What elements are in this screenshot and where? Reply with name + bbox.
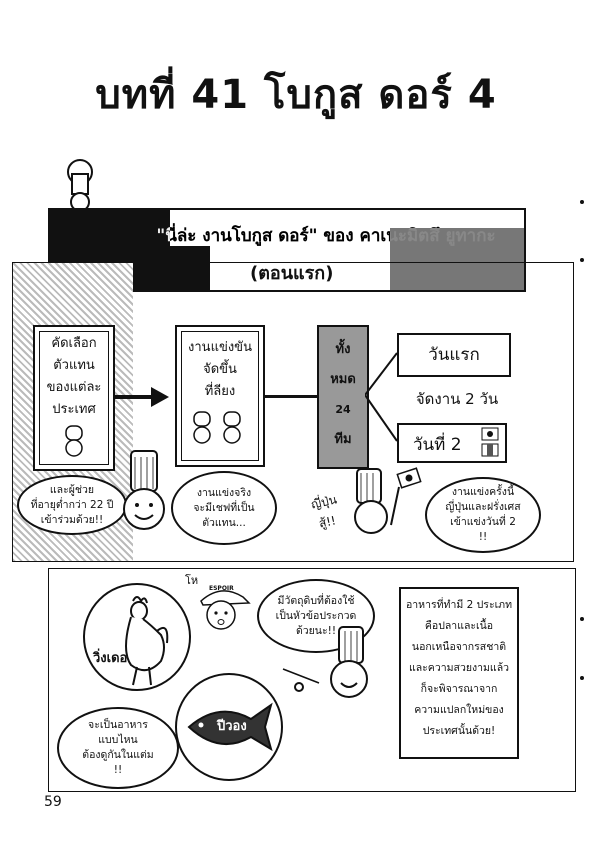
japan-label: ญี่ปุ่น	[309, 492, 339, 512]
fish-circle	[175, 673, 283, 781]
branch-lines	[365, 352, 398, 442]
bubble-chef: งานแข่งจริง จะมีเชฟที่เป็น ตัวแทน...	[171, 471, 277, 545]
chef-face-icon	[123, 450, 165, 530]
chef-pointing-icon	[282, 626, 368, 698]
boy-with-cap-icon	[200, 590, 251, 630]
arrow-right-icon	[115, 387, 169, 407]
day1-box: วันแรก	[397, 333, 511, 377]
bubble-japan-france: งานแข่งครั้งนี้ ญี่ปุ่นและฝรั่งเศส เข้าแ…	[425, 477, 541, 553]
chicken-label: วิ่งเดอ	[93, 651, 128, 666]
flags-icon	[481, 427, 499, 457]
bubble-ingredient: มีวัตถุดิบที่ต้องใช้ เป็นหัวข้อประกวด ด้…	[257, 579, 375, 653]
page-number: 59	[44, 794, 62, 810]
panel-ingredients: วิ่งเดอ โห ESPOIR มีวัตถุดิบที่ต้องใช้ เ…	[48, 568, 576, 792]
oh-label: โห	[185, 574, 199, 587]
page-title: บทที่ 41 โบกูส ดอร์ 4	[95, 72, 497, 118]
margin-dot	[580, 617, 584, 621]
margin-dot	[580, 200, 584, 204]
fish-icon	[187, 702, 273, 752]
banner-line2: (ตอนแรก)	[250, 263, 334, 284]
cap-text: ESPOIR	[209, 585, 234, 592]
margin-dot	[580, 676, 584, 680]
panel-contest-overview: คัดเลือก ตัวแทน ของแต่ละ ประเทศ งานแข่งข…	[12, 262, 574, 562]
banner-line1: "นี่ล่ะ งานโบกูส ดอร์" ของ คาเนะมิตสึ ยู…	[156, 226, 496, 246]
chicken-icon	[125, 596, 169, 686]
box-contest-lyon: งานแข่งขัน จัดขึ้น ที่ลียง	[175, 325, 265, 467]
margin-dot	[580, 258, 584, 262]
bubble-assistant: และผู้ช่วย ที่อายุต่ำกว่า 22 ปี เข้าร่วม…	[17, 475, 127, 535]
chicken-circle	[83, 583, 191, 691]
su-label: สู้!!	[317, 513, 338, 531]
chef-with-flag-icon	[354, 467, 422, 534]
box-select-representative: คัดเลือก ตัวแทน ของแต่ละ ประเทศ	[33, 325, 115, 471]
fish-label: ปีวอง	[217, 719, 247, 734]
bubble-food: จะเป็นอาหาร แบบไหน ต้องดูกันในแต่ม !!	[57, 707, 179, 789]
caption-box: อาหารที่ทำมี 2 ประเภท คือปลาและเนื้อ นอก…	[399, 587, 519, 759]
box-total-teams: ทั้ง หมด 24 ทีม	[317, 325, 369, 469]
two-days-text: จัดงาน 2 วัน	[415, 390, 499, 408]
chef-head-icon	[65, 425, 83, 457]
two-chefs-icon	[193, 411, 241, 444]
